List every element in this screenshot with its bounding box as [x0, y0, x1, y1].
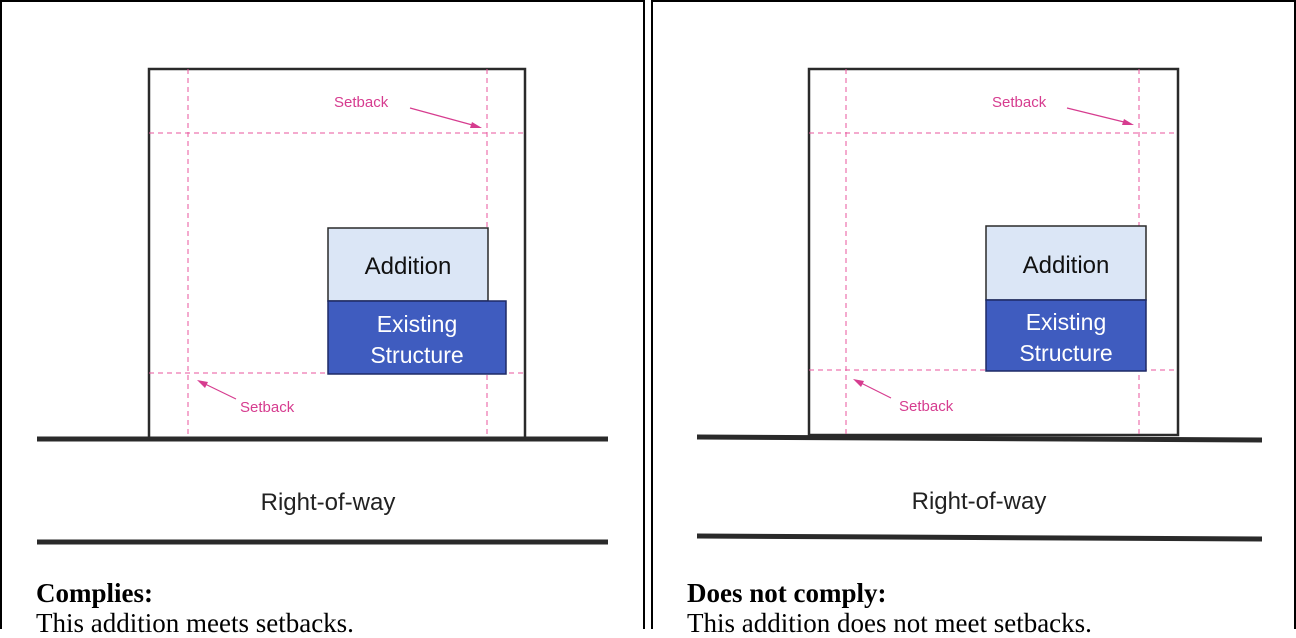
addition-label: Addition: [1023, 252, 1110, 279]
panel-does-not-comply: Setback Addition Existing Structure Setb…: [651, 0, 1296, 637]
existing-label-line1: Existing: [377, 311, 458, 337]
existing-label-line1: Existing: [1026, 309, 1107, 335]
caption: Does not comply: This addition does not …: [687, 580, 1092, 637]
setback-bottom-label: Setback: [240, 399, 295, 416]
row-line-bottom: [696, 533, 1263, 542]
setback-bottom-arrow: [197, 380, 237, 400]
caption-text: This addition does not meet setbacks.: [687, 608, 1092, 638]
setback-top-label: Setback: [334, 94, 389, 111]
setback-top-label: Setback: [992, 94, 1047, 111]
setback-bottom-label: Setback: [899, 398, 954, 415]
site-diagram-complies: Setback Addition Existing Structure Setb…: [37, 67, 608, 545]
caption-heading: Does not comply:: [687, 578, 887, 608]
lot-outline: [807, 67, 1180, 437]
addition-box: [985, 225, 1147, 301]
addition-label: Addition: [365, 253, 452, 280]
site-diagram-does-not-comply: Setback Addition Existing Structure Setb…: [696, 67, 1263, 542]
setback-top-arrow: [409, 107, 482, 128]
setback-top-arrow: [1066, 107, 1134, 125]
panel-complies: Setback Addition Existing Structure Setb…: [0, 0, 645, 637]
caption: Complies: This addition meets setbacks.: [36, 580, 354, 637]
right-of-way-label: Right-of-way: [912, 488, 1047, 515]
caption-heading: Complies:: [36, 578, 153, 608]
existing-label-line2: Structure: [1019, 340, 1112, 366]
setback-bottom-arrow: [853, 379, 892, 399]
existing-structure-box: [327, 300, 507, 375]
caption-text: This addition meets setbacks.: [36, 608, 354, 638]
existing-structure-box: [985, 299, 1147, 372]
addition-box: [327, 227, 489, 302]
right-of-way-label: Right-of-way: [261, 489, 396, 516]
existing-label-line2: Structure: [370, 342, 463, 368]
row-line-top: [696, 434, 1263, 443]
